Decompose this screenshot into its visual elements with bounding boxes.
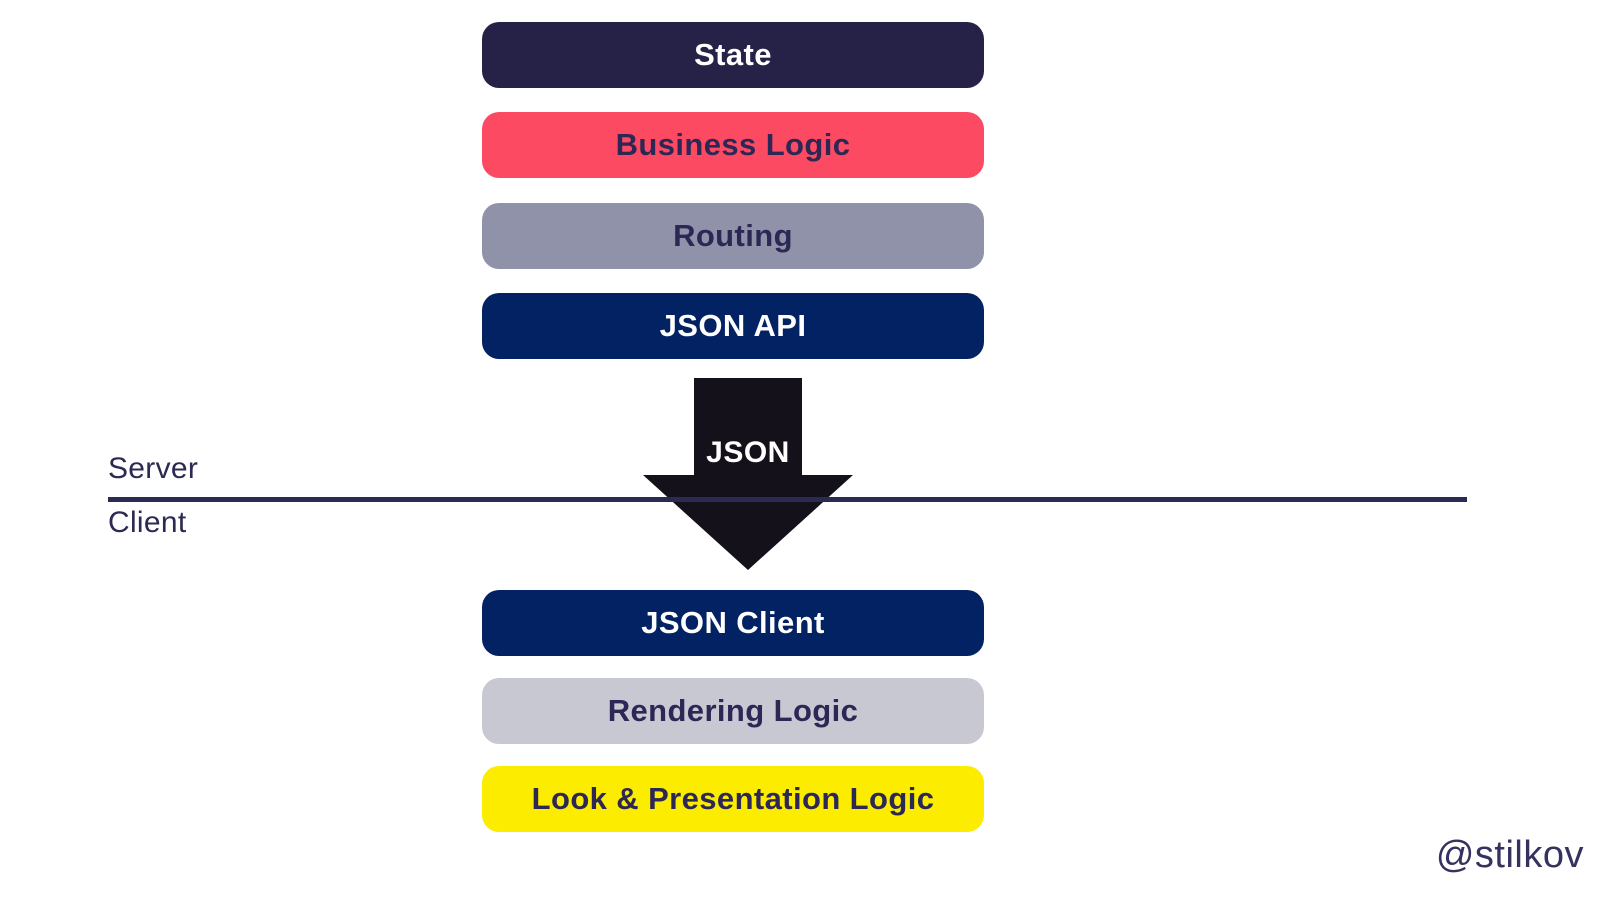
box-routing: Routing xyxy=(482,203,984,269)
box-rendering-logic: Rendering Logic xyxy=(482,678,984,744)
box-state: State xyxy=(482,22,984,88)
box-business-logic: Business Logic xyxy=(482,112,984,178)
box-json-api: JSON API xyxy=(482,293,984,359)
arrow-shape xyxy=(643,378,853,570)
server-label: Server xyxy=(108,452,199,485)
server-client-divider-line xyxy=(108,497,1467,502)
json-down-arrow-icon xyxy=(643,378,853,570)
attribution-handle: @stilkov xyxy=(1435,834,1584,876)
box-look-presentation-logic: Look & Presentation Logic xyxy=(482,766,984,832)
client-label: Client xyxy=(108,506,187,539)
arrow-json-label: JSON xyxy=(706,436,790,469)
box-json-client: JSON Client xyxy=(482,590,984,656)
